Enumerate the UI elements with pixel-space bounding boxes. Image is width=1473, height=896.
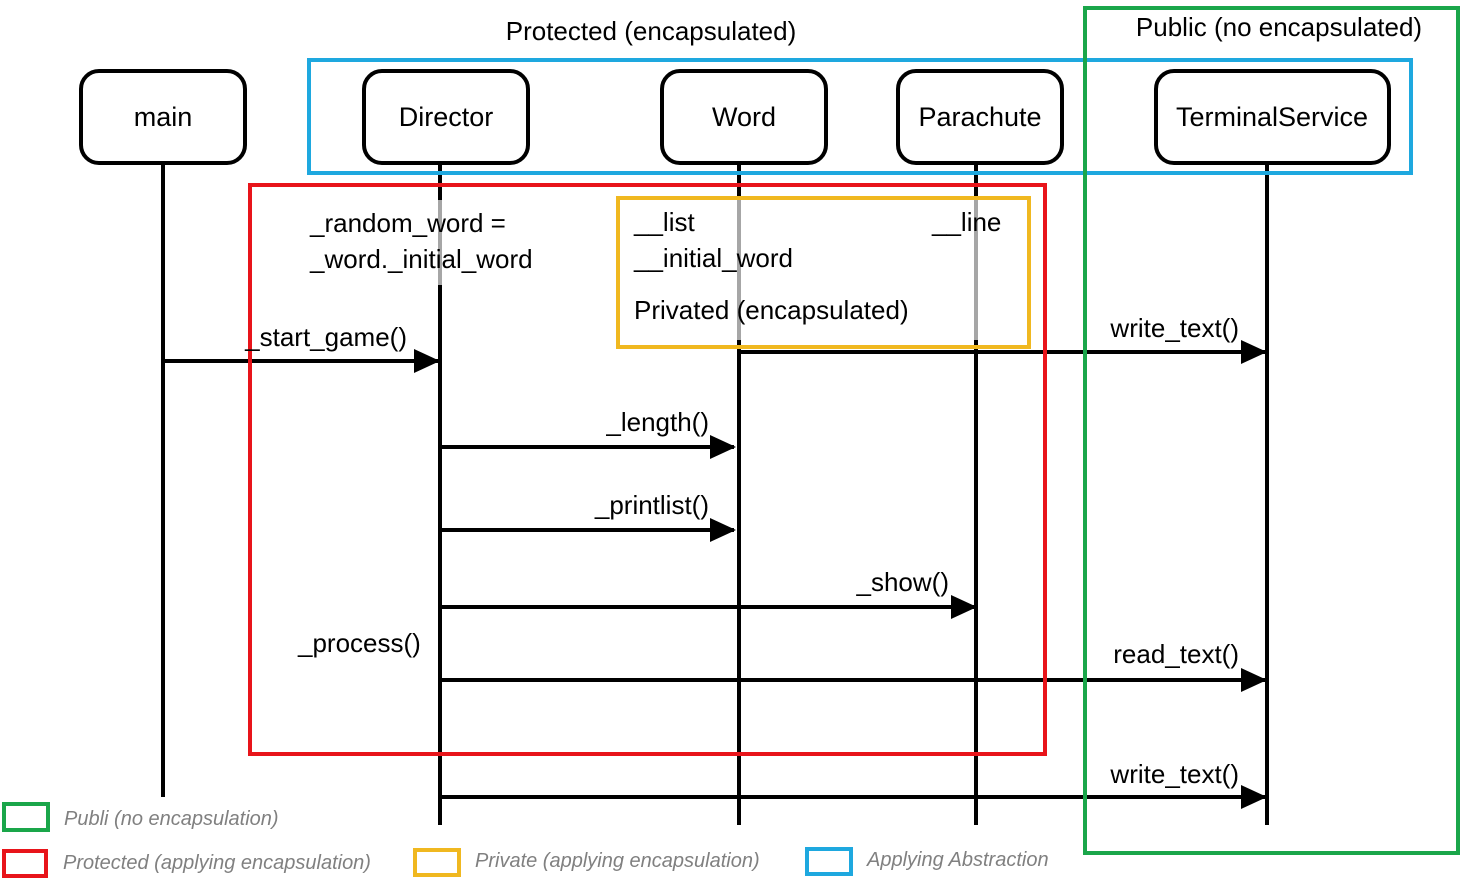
private-box — [616, 196, 1031, 349]
msg-label-show: _show() — [856, 567, 949, 597]
legend-swatch-public — [2, 802, 50, 832]
legend-label-public: Publi (no encapsulation) — [64, 808, 279, 830]
actor-label-director: Director — [399, 102, 494, 132]
actor-label-parachute: Parachute — [918, 102, 1041, 132]
actor-box-parachute — [896, 69, 1064, 165]
msg-label-write-text-1: write_text() — [1109, 313, 1239, 343]
legend-label-abstraction: Applying Abstraction — [866, 849, 1049, 871]
actor-label-word: Word — [712, 102, 776, 132]
public-box — [1083, 6, 1460, 855]
actor-label-terminalservice: TerminalService — [1176, 102, 1368, 132]
protected-box — [248, 183, 1047, 756]
msg-label-start-game: _start_game() — [244, 322, 407, 352]
legend-label-private: Private (applying encapsulation) — [475, 850, 760, 872]
legend-swatch-abstraction — [805, 847, 853, 876]
director-attr-line2: _word._initial_word — [309, 244, 533, 274]
protected-title: Protected (encapsulated) — [506, 16, 797, 46]
actor-box-director — [362, 69, 530, 165]
msg-label-length: _length() — [605, 407, 709, 437]
private-title: Privated (encapsulated) — [634, 295, 909, 325]
legend-label-protected: Protected (applying encapsulation) — [63, 852, 371, 874]
actor-box-word — [660, 69, 828, 165]
abstraction-box — [307, 58, 1413, 175]
public-title: Public (no encapsulated) — [1136, 12, 1422, 42]
actor-box-terminalservice — [1154, 69, 1391, 165]
actor-box-main — [79, 69, 247, 165]
legend-swatch-protected — [2, 849, 48, 878]
word-attr-line1: __list — [633, 207, 695, 237]
director-attr-line1: _random_word = — [309, 208, 506, 238]
word-attr-line2: __initial_word — [633, 243, 793, 273]
msg-label-read-text: read_text() — [1113, 639, 1239, 669]
note-process: _process() — [297, 628, 421, 658]
legend-swatch-private — [413, 848, 461, 877]
parachute-attr-line1: __line — [931, 207, 1001, 237]
msg-label-write-text-2: write_text() — [1109, 759, 1239, 789]
actor-label-main: main — [134, 102, 193, 132]
msg-label-printlist: _printlist() — [594, 490, 709, 520]
